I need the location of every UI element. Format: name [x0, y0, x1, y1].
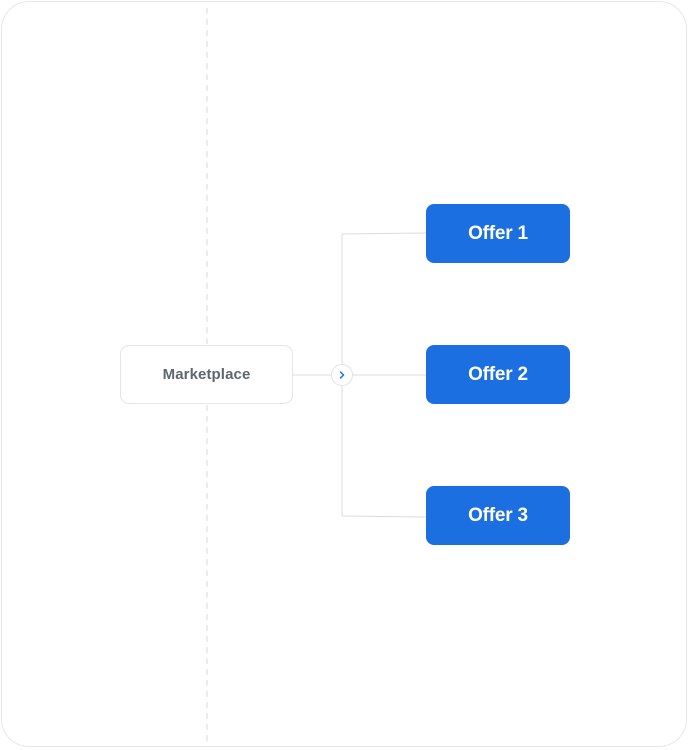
offer-2-node[interactable]: Offer 2	[426, 345, 570, 404]
branch-toggle-button[interactable]	[331, 364, 353, 386]
offer-1-node[interactable]: Offer 1	[426, 204, 570, 263]
marketplace-node[interactable]: Marketplace	[120, 345, 293, 404]
marketplace-label: Marketplace	[162, 366, 251, 383]
connector-offer-3	[341, 515, 427, 518]
offer-2-label: Offer 2	[468, 363, 528, 385]
offer-3-label: Offer 3	[468, 504, 528, 526]
connector-offer-1	[341, 232, 427, 235]
chevron-right-icon	[339, 371, 345, 379]
offer-1-label: Offer 1	[468, 222, 528, 244]
offer-3-node[interactable]: Offer 3	[426, 486, 570, 545]
